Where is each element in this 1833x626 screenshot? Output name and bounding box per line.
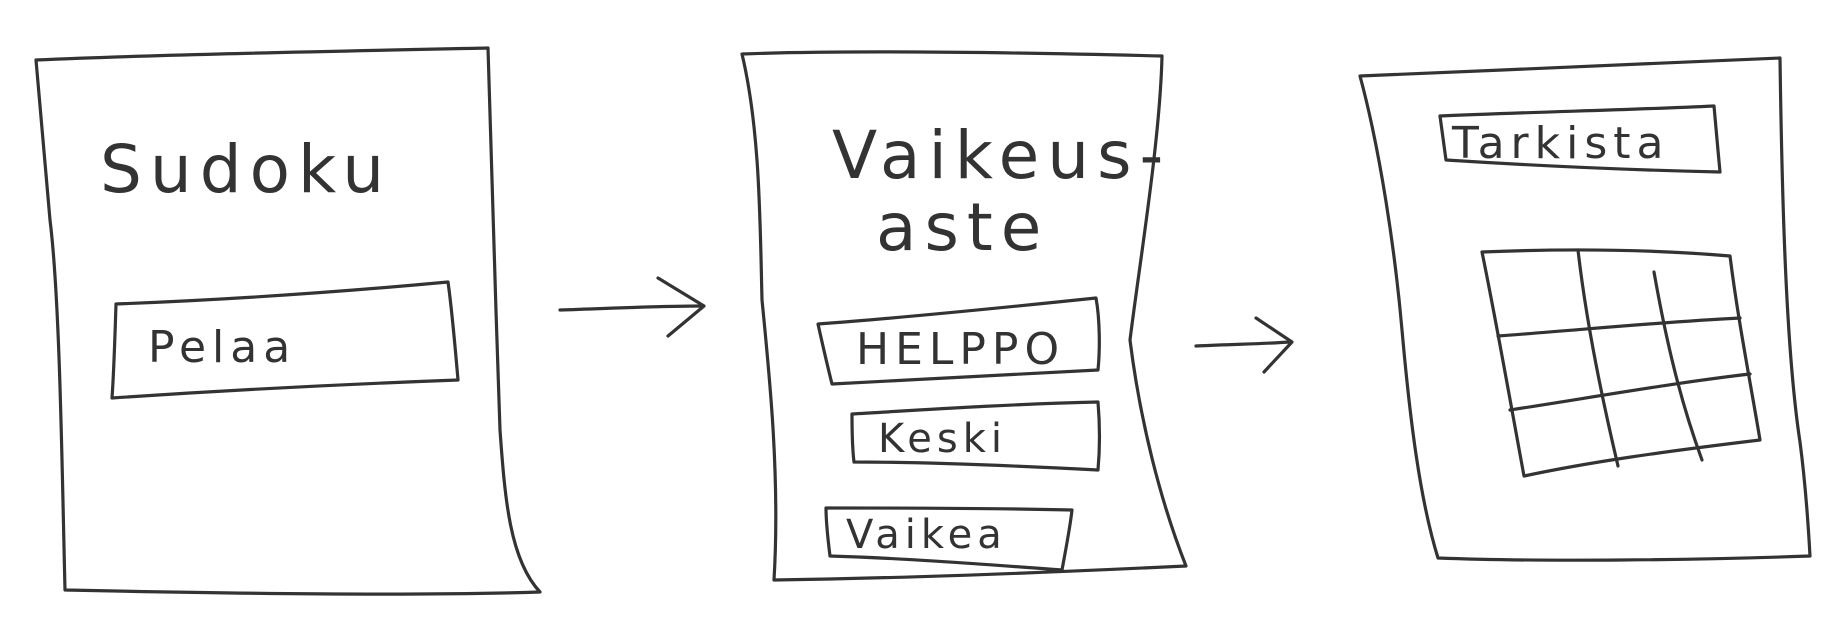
medium-button-frame [850,400,1102,472]
screen-game-frame [1358,56,1812,562]
screen-difficulty: Vaikeus- aste HELPPO Keski Vaikea [740,50,1188,582]
sudoku-grid-vline-2 [1652,270,1704,462]
arrow-1-shaft [558,304,704,312]
sudoku-grid-vline-1 [1576,248,1620,468]
play-button-frame [110,280,460,400]
hard-button[interactable]: Vaikea [824,506,1074,572]
hard-button-label: Vaikea [846,512,1007,558]
sudoku-grid[interactable] [1480,248,1762,478]
check-button-label: Tarkista [1451,118,1670,169]
arrow-start-to-difficulty [558,276,706,338]
play-button-label: Pelaa [148,322,296,373]
arrow-difficulty-to-game [1194,316,1294,374]
screen-start-title: Sudoku [100,131,392,208]
easy-button-label: HELPPO [856,324,1065,375]
arrow-2-shaft [1194,340,1292,348]
check-button[interactable]: Tarkista [1438,104,1722,174]
arrow-2-head [1254,316,1294,374]
medium-button[interactable]: Keski [850,400,1102,472]
check-button-frame [1438,104,1722,174]
arrow-1-head [656,276,706,338]
screen-start-frame [34,46,542,596]
easy-button[interactable]: HELPPO [816,296,1101,386]
easy-button-frame [816,296,1101,386]
play-button[interactable]: Pelaa [110,280,460,400]
sudoku-grid-hline-1 [1496,316,1742,338]
screen-difficulty-title-line1: Vaikeus- [832,117,1171,194]
medium-button-label: Keski [878,416,1007,462]
screen-difficulty-title-line2: aste [876,189,1049,266]
sudoku-grid-hline-2 [1508,372,1752,412]
screen-start: Sudoku Pelaa [34,46,542,596]
sudoku-grid-outline [1480,248,1762,478]
screen-game: Tarkista [1358,56,1812,562]
screen-difficulty-frame [740,50,1188,582]
hard-button-frame [824,506,1074,572]
